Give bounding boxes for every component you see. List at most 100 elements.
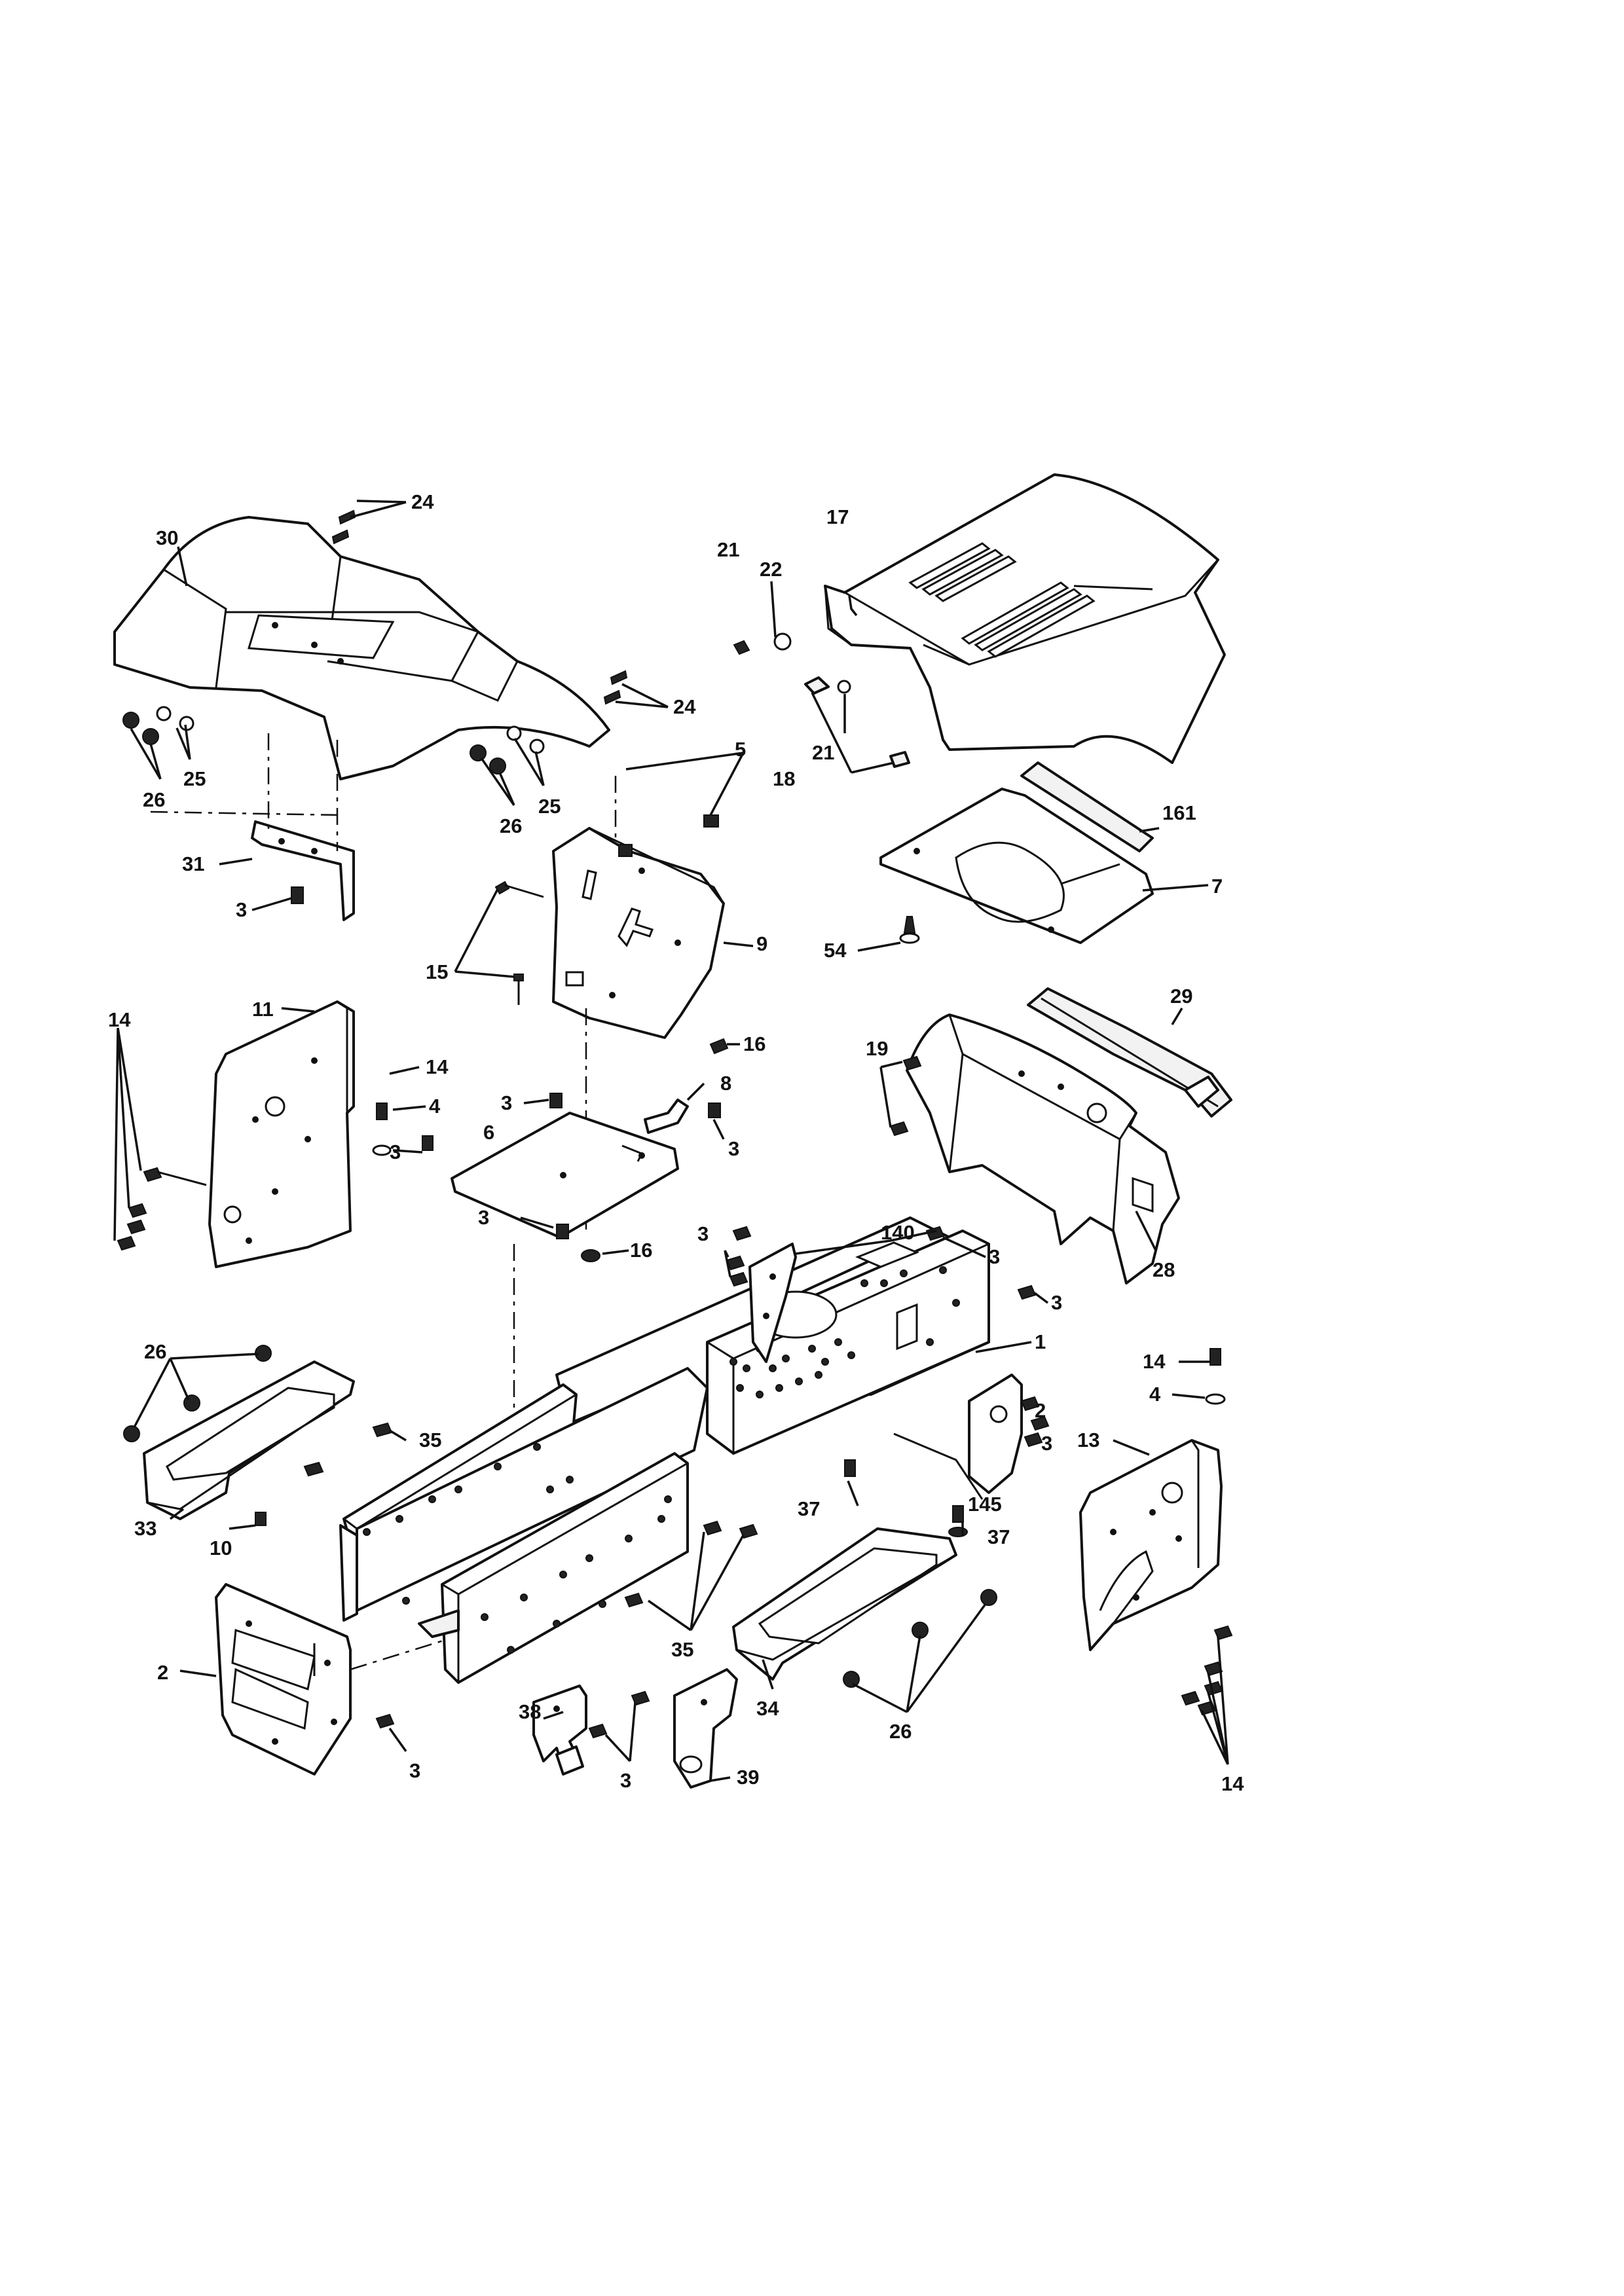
callout-145: 145 <box>968 1493 1002 1516</box>
panel-bolts-hardware <box>117 1167 207 1251</box>
footrest-hardware <box>624 1520 997 1688</box>
front-bracket-part <box>215 1583 352 1776</box>
bracket-39-part <box>673 1668 738 1789</box>
callout-11: 11 <box>252 998 274 1021</box>
callout-14: 14 <box>1221 1772 1244 1795</box>
callout-19: 19 <box>866 1037 888 1060</box>
callout-39: 39 <box>737 1766 759 1789</box>
callout-3: 3 <box>989 1245 1000 1268</box>
callout-3: 3 <box>478 1206 489 1229</box>
bolt-hardware <box>422 1135 434 1151</box>
leader-lines <box>113 500 1229 1782</box>
callout-1: 1 <box>1035 1330 1046 1353</box>
callout-4: 4 <box>429 1095 441 1118</box>
callout-54: 54 <box>824 939 847 962</box>
callout-3: 3 <box>1041 1432 1052 1455</box>
nut-hardware <box>581 1249 600 1262</box>
callout-37: 37 <box>987 1525 1010 1548</box>
callout-8: 8 <box>720 1072 731 1095</box>
left-side-panel-part <box>208 1000 355 1268</box>
bracket-38-part <box>532 1685 587 1776</box>
bolt-hardware <box>1209 1348 1221 1366</box>
callout-18: 18 <box>773 767 795 790</box>
bolt-hardware <box>494 881 544 1005</box>
callout-29: 29 <box>1170 985 1192 1008</box>
callout-31: 31 <box>182 852 204 875</box>
lower-shroud-part <box>906 1013 1180 1285</box>
hood-seal-strip-part <box>1020 761 1154 852</box>
callout-3: 3 <box>1051 1291 1062 1314</box>
callout-26: 26 <box>500 814 522 837</box>
callout-14: 14 <box>108 1008 131 1031</box>
screw-hardware <box>899 916 920 944</box>
bolt-hardware <box>844 1459 856 1477</box>
callout-24: 24 <box>411 490 434 513</box>
callout-26: 26 <box>143 788 165 811</box>
callout-3: 3 <box>390 1140 401 1163</box>
callout-labels: 30 24 24 25 26 25 26 31 3 17 21 22 21 18… <box>108 490 1244 1795</box>
left-footrest-part <box>143 1360 355 1520</box>
fender-bracket-part <box>251 820 355 921</box>
callout-26: 26 <box>889 1720 912 1743</box>
callout-3: 3 <box>409 1759 420 1782</box>
hood-part <box>733 473 1226 768</box>
right-bracket-part <box>968 1374 1050 1494</box>
bolt-hardware <box>556 1224 569 1239</box>
callout-3: 3 <box>236 898 247 921</box>
bolt-hardware <box>708 1102 721 1118</box>
callout-13: 13 <box>1077 1429 1099 1451</box>
callout-35: 35 <box>419 1429 441 1451</box>
callout-26: 26 <box>144 1340 166 1363</box>
bolt-hardware <box>631 1690 650 1706</box>
callout-7: 7 <box>1211 875 1223 898</box>
callout-21: 21 <box>717 538 739 561</box>
callout-25: 25 <box>538 795 561 818</box>
panel-bolts-hardware <box>1181 1625 1233 1716</box>
washer-hardware <box>372 1144 392 1156</box>
callout-35: 35 <box>671 1638 693 1661</box>
hood-plate-part <box>879 788 1154 944</box>
fender-hardware <box>122 509 628 774</box>
callout-14: 14 <box>426 1055 449 1078</box>
bolt-hardware <box>925 1226 945 1241</box>
bolt-hardware <box>376 1102 388 1120</box>
bolt-hardware <box>902 1055 922 1071</box>
right-side-panel-part <box>1079 1439 1223 1651</box>
dash-panel-part <box>552 814 729 1055</box>
rear-fender-part <box>113 516 610 780</box>
grille-part <box>1027 987 1232 1118</box>
footrest-hardware <box>123 1345 393 1526</box>
callout-17: 17 <box>826 505 849 528</box>
callout-28: 28 <box>1153 1258 1175 1281</box>
clip-part <box>644 1099 689 1134</box>
callout-21: 21 <box>812 741 834 764</box>
bolt-hardware <box>889 1121 909 1137</box>
callout-37: 37 <box>798 1497 820 1520</box>
callout-22: 22 <box>760 558 782 581</box>
callout-161: 161 <box>1162 801 1196 824</box>
callout-3: 3 <box>728 1137 739 1160</box>
bolt-hardware <box>549 1093 563 1108</box>
callout-24: 24 <box>673 695 696 718</box>
callout-38: 38 <box>519 1700 541 1723</box>
bolt-hardware <box>375 1713 395 1729</box>
callout-3: 3 <box>501 1091 512 1114</box>
callout-30: 30 <box>156 526 178 549</box>
callout-2: 2 <box>1035 1399 1046 1422</box>
right-footrest-part <box>732 1527 957 1681</box>
callout-140: 140 <box>881 1221 915 1244</box>
callout-34: 34 <box>756 1697 779 1720</box>
bolt-hardware <box>952 1505 964 1523</box>
washer-hardware <box>1205 1393 1226 1405</box>
callout-6: 6 <box>483 1121 494 1144</box>
bolt-hardware <box>1017 1285 1037 1300</box>
callout-33: 33 <box>134 1517 157 1540</box>
upper-bracket-part <box>726 1226 797 1363</box>
nut-hardware <box>948 1527 968 1537</box>
callout-16: 16 <box>630 1239 652 1262</box>
support-plate-part <box>451 1112 679 1239</box>
frame-rail-part <box>339 1367 709 1684</box>
callout-5: 5 <box>735 738 746 761</box>
callout-9: 9 <box>756 932 767 955</box>
